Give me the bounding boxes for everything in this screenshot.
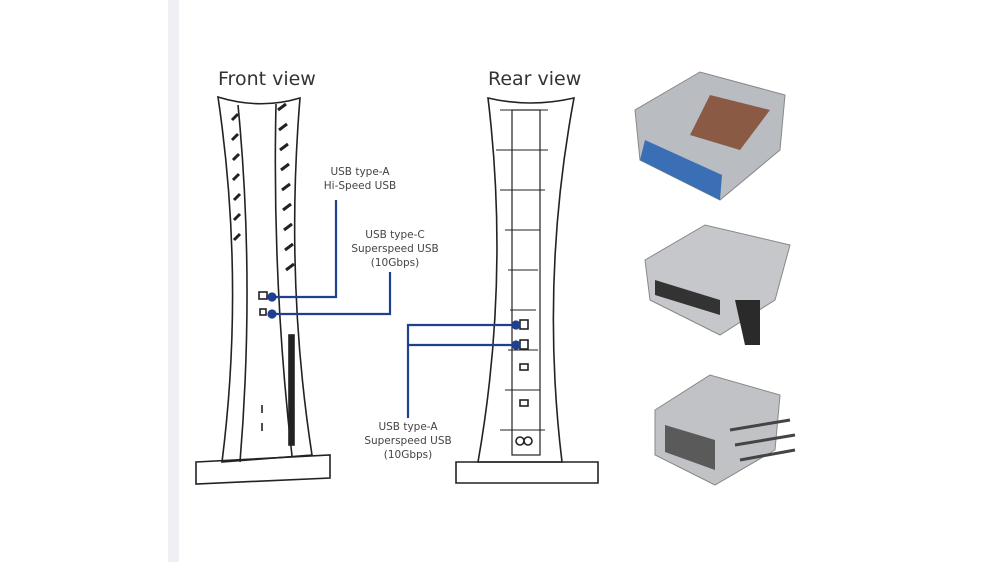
label-usb-a-hispeed: USB type-A Hi-Speed USB: [310, 165, 410, 193]
label-line: USB type-C: [365, 229, 425, 241]
label-usb-a-superspeed: USB type-A Superspeed USB (10Gbps): [358, 420, 458, 462]
label-line: Superspeed USB: [364, 435, 452, 447]
label-usb-c: USB type-C Superspeed USB (10Gbps): [345, 228, 445, 270]
front-view-title: Front view: [218, 68, 316, 90]
label-line: (10Gbps): [370, 257, 420, 269]
usb-a-vertical-connector-photo: [654, 374, 796, 486]
label-line: Superspeed USB: [351, 243, 439, 255]
rear-view-title: Rear view: [488, 68, 582, 90]
label-line: (10Gbps): [383, 449, 433, 461]
front-console-drawing: [195, 95, 331, 485]
label-line: Hi-Speed USB: [323, 180, 397, 192]
usb-c-connector-photo: [644, 224, 791, 345]
callout-lines: [267, 200, 521, 418]
side-strip: [168, 0, 179, 562]
label-line: USB type-A: [330, 166, 390, 178]
usb-a-connector-photo: [634, 71, 786, 201]
rear-console-drawing: [455, 96, 599, 484]
label-line: USB type-A: [378, 421, 438, 433]
